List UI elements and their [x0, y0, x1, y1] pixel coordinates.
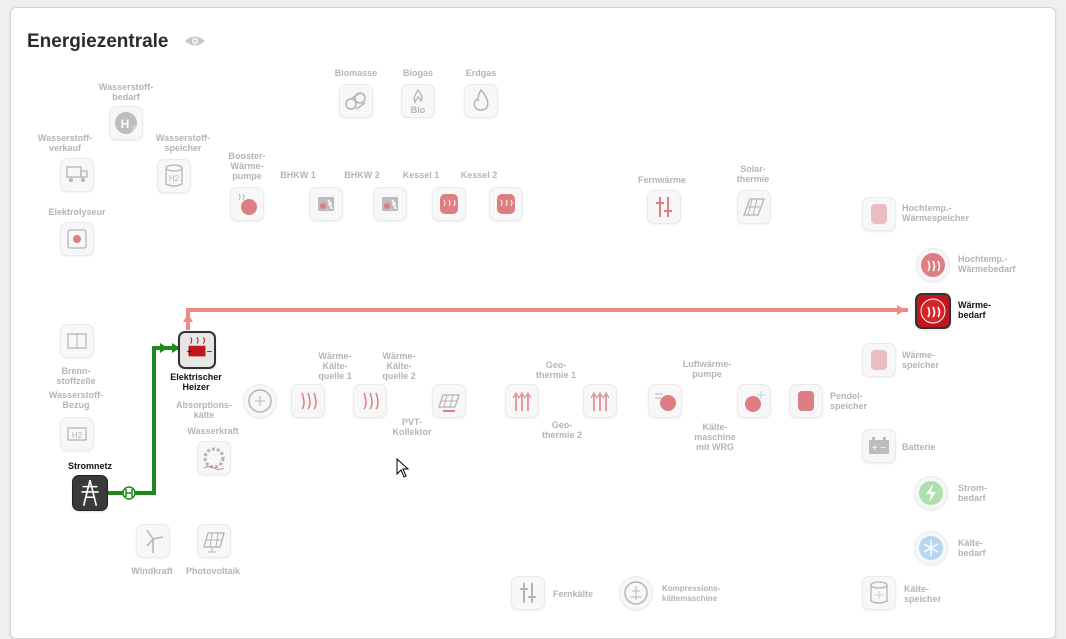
wasserstoffverkauf-icon[interactable] [60, 158, 94, 192]
erdgas-label: Erdgas [465, 68, 497, 78]
luftwaermepumpe-icon[interactable] [648, 384, 682, 418]
biomasse-icon[interactable] [339, 84, 373, 118]
wasserstoffbezug-icon[interactable]: H2 [60, 417, 94, 451]
kaeltespeicher-label: Kälte-speicher [904, 584, 942, 604]
luftwaermepumpe-label: Luftwärme-pumpe [682, 359, 732, 379]
biogas-icon-text: Bio [411, 105, 426, 115]
pvt-icon[interactable] [432, 384, 466, 418]
batterie-icon[interactable]: + − [862, 429, 896, 463]
svg-text:+ −: + − [872, 443, 887, 454]
wasserstoffspeicher-icon[interactable]: H2 [157, 159, 191, 193]
waermekaeltequelle2-label: Wärme-Kälte-quelle 2 [382, 351, 416, 381]
svg-text:−: − [207, 346, 213, 357]
bhkw1-icon[interactable] [309, 187, 343, 221]
elektrischer-heizer-icon[interactable]: +− [178, 331, 216, 369]
photovoltaik-label: Photovoltaik [185, 566, 240, 576]
hochtemp-bedarf-label: Hochtemp.-Wärmebedarf [958, 254, 1016, 274]
hochtemp-bedarf-icon[interactable] [916, 248, 950, 282]
svg-text:H: H [121, 117, 130, 131]
mouse-cursor-icon [396, 458, 410, 478]
kaeltebedarf-icon[interactable] [914, 531, 948, 565]
svg-text:2: 2 [132, 126, 136, 133]
kaeltespeicher-icon[interactable] [862, 576, 896, 610]
waermekaeltequelle1-icon[interactable] [353, 384, 387, 418]
wasserkraft-icon[interactable] [197, 441, 231, 475]
kompressions-label: Kompressions-kältemaschine [662, 584, 721, 603]
strombedarf-label: Strom-bedarf [958, 483, 987, 503]
booster-label: Booster-Wärme-pumpe [228, 151, 266, 181]
geothermie2-label: Geo-thermie 2 [541, 420, 583, 440]
brennstoffzelle-icon[interactable] [60, 324, 94, 358]
svg-text:H2: H2 [169, 174, 180, 183]
elektrolyseur-icon[interactable] [60, 222, 94, 256]
kompressions-icon[interactable] [619, 576, 653, 610]
fernkaelte-icon[interactable] [511, 576, 545, 610]
waermequelle-icon[interactable] [291, 384, 325, 418]
windkraft-label: Windkraft [131, 566, 173, 576]
svg-text:+: + [186, 346, 192, 357]
fernwaerme-icon[interactable] [647, 190, 681, 224]
elektrolyseur-label: Elektrolyseur [48, 207, 106, 217]
bhkw2-icon[interactable] [373, 187, 407, 221]
photovoltaik-icon[interactable] [197, 524, 231, 558]
kaeltebedarf-label: Kälte-bedarf [958, 538, 986, 558]
wasserstoffbezug-label: Wasserstoff-Bezug [48, 390, 104, 410]
waermebedarf-label: Wärme-bedarf [958, 300, 992, 320]
wasserkraft-label: Wasserkraft [187, 426, 239, 436]
stromnetz-label: Stromnetz [67, 461, 112, 471]
bhkw1-label: BHKW 1 [280, 170, 316, 180]
bhkw2-label: BHKW 2 [344, 170, 380, 180]
windkraft-icon[interactable] [136, 524, 170, 558]
brennstoffzelle-label: Brenn-stoffzelle [56, 366, 96, 386]
wasserstoffspeicher-label: Wasserstoff-speicher [155, 133, 211, 153]
biogas-label: Biogas [402, 68, 433, 78]
absorptionskaelte-icon[interactable] [243, 384, 277, 418]
solarthermie-icon[interactable] [737, 190, 771, 224]
fernkaelte-label: Fernkälte [553, 589, 594, 599]
geothermie2-icon[interactable] [583, 384, 617, 418]
svg-text:H2: H2 [72, 431, 83, 440]
kaeltemaschine-wrg-icon[interactable] [737, 384, 771, 418]
stromnetz-icon[interactable] [72, 475, 108, 511]
waermekaeltequelle1-label: Wärme-Kälte-quelle 1 [318, 351, 352, 381]
waermebedarf-icon[interactable] [915, 293, 951, 329]
pendelspeicher-label: Pendel-speicher [830, 391, 868, 411]
wasserstoffverkauf-label: Wasserstoff-verkauf [37, 133, 93, 153]
strombedarf-icon[interactable] [914, 476, 948, 510]
biogas-icon[interactable]: Bio [401, 84, 435, 118]
eye-icon[interactable] [184, 35, 206, 47]
hochtemp-speicher-label: Hochtemp.-Wärmespeicher [902, 203, 970, 223]
waermespeicher-label: Wärme-speicher [902, 350, 940, 370]
hochtemp-speicher-icon[interactable] [862, 197, 896, 231]
batterie-label: Batterie [902, 442, 936, 452]
booster-icon[interactable] [230, 187, 264, 221]
kessel1-icon[interactable] [432, 187, 466, 221]
biomasse-label: Biomasse [334, 68, 378, 78]
absorptionskaelte-label: Absorptions-kälte [176, 400, 232, 420]
fernwaerme-label: Fernwärme [637, 175, 687, 185]
geothermie1-label: Geo-thermie 1 [535, 360, 577, 380]
kessel2-label: Kessel 2 [460, 170, 498, 180]
solarthermie-label: Solar-thermie [736, 164, 770, 184]
geothermie1-icon[interactable] [505, 384, 539, 418]
page-title: Energiezentrale [27, 31, 169, 52]
waermespeicher-icon[interactable] [862, 343, 896, 377]
pvt-label: PVT-Kollektor [392, 417, 432, 437]
kessel1-label: Kessel 1 [402, 170, 440, 180]
erdgas-icon[interactable] [464, 84, 498, 118]
kessel2-icon[interactable] [489, 187, 523, 221]
pendelspeicher-icon[interactable] [789, 384, 823, 418]
wasserstoffbedarf-label: Wasserstoff-bedarf [98, 82, 154, 102]
